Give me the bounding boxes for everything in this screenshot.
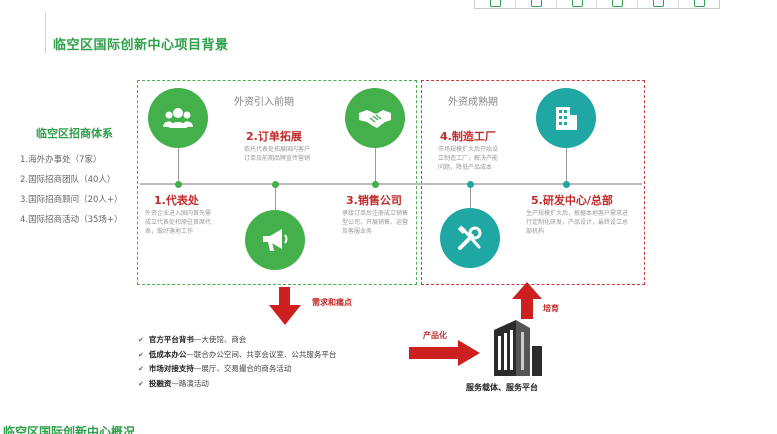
step-desc: 依托代表处拓展国内客户订单及前期品牌宣传营销 (244, 146, 311, 162)
timeline-stem (375, 140, 376, 183)
timeline-stem (178, 140, 179, 183)
toolbar-button[interactable] (597, 0, 639, 8)
step-title: 4.制造工厂 (440, 130, 496, 143)
timeline-dot (372, 181, 379, 188)
check-icon: ✔ (138, 379, 144, 388)
step-desc: 承接订单后注册成立销售型公司，开展销售、运营及客服业务 (342, 210, 409, 235)
list-item: ✔投融资—路演活动 (138, 378, 209, 388)
product-label: 产品化 (423, 331, 447, 340)
timeline-stem (275, 185, 276, 212)
timeline-line (140, 183, 642, 185)
step-desc: 生产规模扩大后，根据本地客户需求进行定制化研发，产品设计，最终设立总部机构 (526, 210, 629, 235)
sidebar-list: 1.海外办事处（7家） 2.国际招商团队（40人） 3.国际招商顾问（20人+）… (20, 150, 123, 230)
sidebar-item: 1.海外办事处（7家） (20, 155, 102, 165)
step-title: 5.研发中心/总部 (531, 194, 613, 207)
handshake-icon (345, 88, 405, 148)
early-phase-box (137, 80, 417, 285)
people-icon (148, 88, 208, 148)
timeline-dot (272, 181, 279, 188)
step-title: 3.销售公司 (346, 194, 402, 207)
tools-icon (440, 208, 500, 268)
toolbar (474, 0, 720, 9)
list-item: ✔市场对接支持—展厅、交易撮合的商务活动 (138, 364, 292, 373)
platform-caption: 服务载体、服务平台 (466, 383, 538, 392)
sidebar-item: 2.国际招商团队（40人） (20, 175, 116, 185)
demand-label: 需求和痛点 (312, 298, 352, 307)
timeline-stem (470, 185, 471, 210)
toolbar-button[interactable] (475, 0, 516, 8)
slide-title: 临空区国际创新中心项目背景 (53, 38, 229, 53)
service-list: ✔官方平台背书—大使馆、商会 ✔低成本办公—联合办公空间、共享会议室、公共服务平… (138, 333, 336, 391)
early-phase-label: 外资引入前期 (234, 97, 294, 108)
sidebar-title: 临空区招商体系 (36, 127, 113, 140)
timeline-dot (467, 181, 474, 188)
toolbar-button[interactable] (638, 0, 680, 8)
timeline-dot (175, 181, 182, 188)
timeline-stem (566, 140, 567, 183)
check-icon: ✔ (138, 350, 144, 359)
step-desc: 外资企业进入国内首先需成立代表处和原驻首席代表，做好落地工作 (145, 210, 212, 235)
megaphone-icon (245, 210, 305, 270)
cultivate-label: 培育 (543, 304, 559, 313)
step-title: 1.代表处 (154, 194, 199, 207)
toolbar-button[interactable] (516, 0, 557, 8)
step-desc: 市场规模扩大后开始设立制造工厂，解决产能问题，降低产品成本 (438, 146, 499, 171)
mature-phase-label: 外资成熟期 (448, 97, 498, 108)
title-rule (45, 12, 46, 54)
check-icon: ✔ (138, 365, 144, 373)
office-tower-icon (494, 320, 542, 376)
next-slide-title: 临空区国际创新中心概况 (3, 425, 136, 434)
building-icon (536, 88, 596, 148)
sidebar-item: 4.国际招商活动（35场+） (20, 215, 123, 225)
step-title: 2.订单拓展 (246, 130, 302, 143)
list-item: ✔官方平台背书—大使馆、商会 (138, 335, 247, 344)
toolbar-button[interactable] (679, 0, 719, 8)
sidebar-item: 3.国际招商顾问（20人+） (20, 195, 123, 205)
check-icon: ✔ (138, 336, 144, 344)
timeline-dot (563, 181, 570, 188)
toolbar-button[interactable] (557, 0, 598, 8)
list-item: ✔低成本办公—联合办公空间、共享会议室、公共服务平台 (138, 349, 337, 359)
